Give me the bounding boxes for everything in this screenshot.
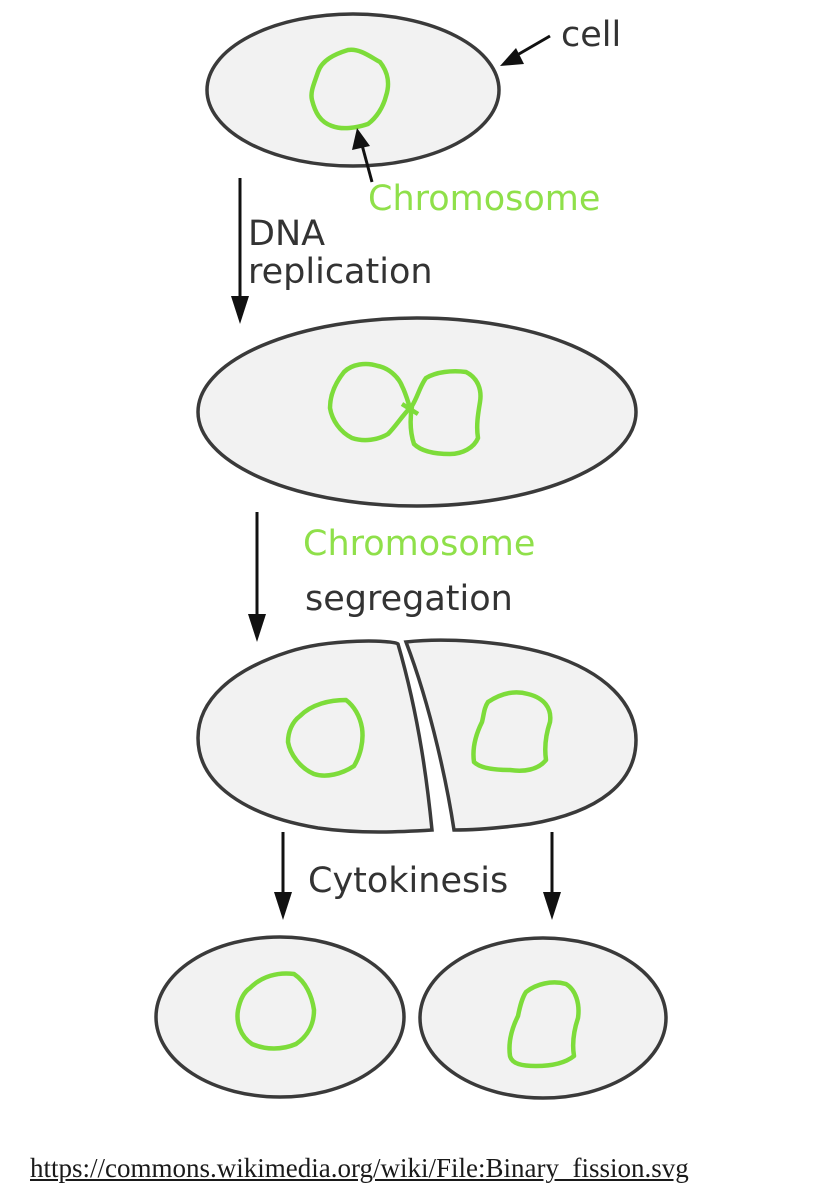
dna-replication-arrow: [231, 178, 249, 324]
label-dna: DNA: [248, 214, 325, 254]
chromosome-stage-3-right: [471, 690, 553, 773]
label-segregation: segregation: [305, 579, 513, 619]
daughter-cell-right: [418, 936, 668, 1100]
chromosome-stage-2-right: [408, 369, 483, 457]
stage-1-cell-group: [205, 12, 501, 168]
source-link[interactable]: https://commons.wikimedia.org/wiki/File:…: [30, 1153, 689, 1183]
chromosome-stage-2-left: [327, 361, 413, 443]
cell-stage-3-right-half: [403, 638, 638, 832]
chromosome-link: [400, 402, 420, 416]
label-chromosome: Chromosome: [368, 179, 600, 219]
chromosome-daughter-left: [235, 971, 317, 1051]
stage-2-cell-group: [196, 316, 638, 508]
cell-stage-3-left-half: [196, 639, 434, 834]
segregation-arrow: [248, 512, 266, 642]
cell-pointer-arrow: [500, 34, 551, 66]
label-replication: replication: [248, 252, 433, 292]
label-cytokinesis: Cytokinesis: [308, 861, 508, 901]
chromosome-pointer-arrow: [352, 128, 374, 183]
label-chromosome-segregation-1: Chromosome: [303, 524, 535, 564]
stage-3-dividing-cell-group: [196, 638, 638, 834]
cell-stage-1: [205, 12, 501, 168]
cytokinesis-arrow-left: [274, 832, 292, 920]
cytokinesis-arrow-right: [543, 832, 561, 920]
label-cell: cell: [561, 15, 621, 55]
stage-4-daughter-cells-group: [154, 935, 668, 1100]
chromosome-stage-3-left: [285, 697, 365, 778]
chromosome-daughter-right: [507, 980, 581, 1069]
chromosome-stage-1: [309, 47, 391, 131]
daughter-cell-left: [154, 935, 406, 1099]
